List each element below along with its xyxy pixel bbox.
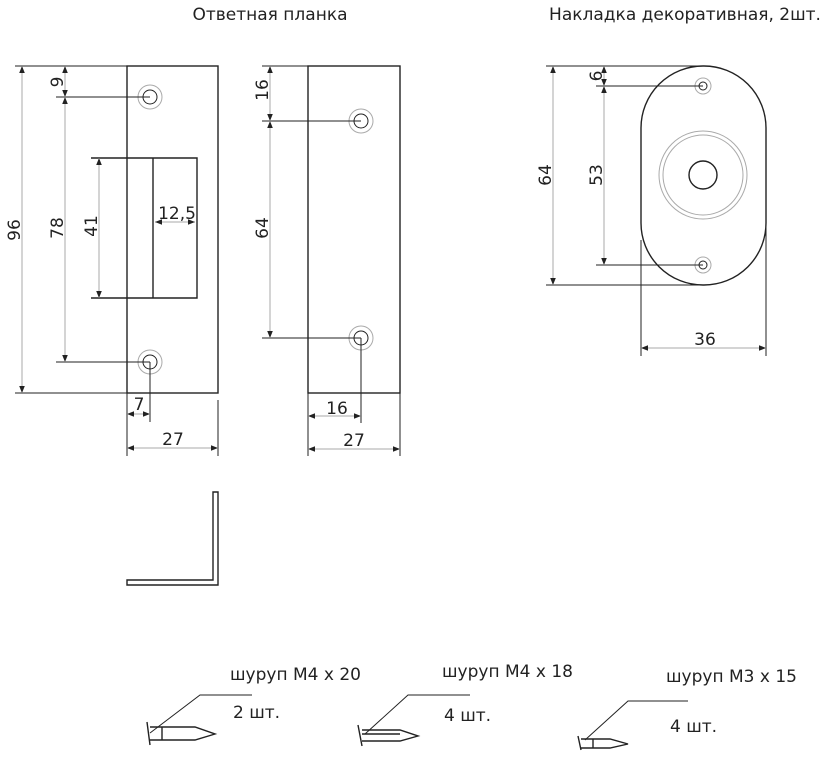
decorative-cover: 64 6 53 36 <box>536 65 767 356</box>
dim-27-side: 27 <box>343 431 365 451</box>
dim-36: 36 <box>694 330 716 350</box>
dim-27: 27 <box>162 430 184 450</box>
screw-qty: 2 шт. <box>233 703 280 723</box>
dim-53: 53 <box>587 164 607 186</box>
dim-16: 16 <box>253 79 273 101</box>
screw-icon <box>577 735 629 751</box>
screw-qty: 4 шт. <box>444 706 491 726</box>
screw-icon <box>146 721 218 746</box>
screw-icon <box>357 724 421 747</box>
screw-label: шуруп М4 х 20 <box>230 665 361 685</box>
dim-64-cover: 64 <box>536 164 556 186</box>
strike-plate-front: 96 9 78 41 12,5 7 27 <box>5 65 219 456</box>
title-strike-plate: Ответная планка <box>192 5 347 25</box>
screw-m4x20: шуруп М4 х 20 4 шт. 2 шт. <box>146 665 361 746</box>
screw-m3x15: шуруп М3 х 15 4 шт. <box>577 667 797 751</box>
dim-7: 7 <box>134 395 145 415</box>
dim-96: 96 <box>5 219 25 241</box>
strike-plate-profile <box>126 491 219 586</box>
dim-6: 6 <box>587 71 607 82</box>
screw-label: шуруп М4 х 18 <box>442 662 573 682</box>
dim-16-bottom: 16 <box>326 399 348 419</box>
dim-41: 41 <box>82 215 102 237</box>
dim-64: 64 <box>253 217 273 239</box>
dim-9: 9 <box>48 77 68 88</box>
screw-qty: 4 шт. <box>670 717 717 737</box>
strike-plate-side: 16 64 16 27 <box>253 65 401 456</box>
dim-12-5: 12,5 <box>158 204 196 224</box>
title-cover: Накладка декоративная, 2шт. <box>549 5 821 25</box>
screw-m4x18: шуруп М4 х 18 4 шт. <box>357 662 573 747</box>
dim-78: 78 <box>48 217 68 239</box>
screw-label: шуруп М3 х 15 <box>666 667 797 687</box>
